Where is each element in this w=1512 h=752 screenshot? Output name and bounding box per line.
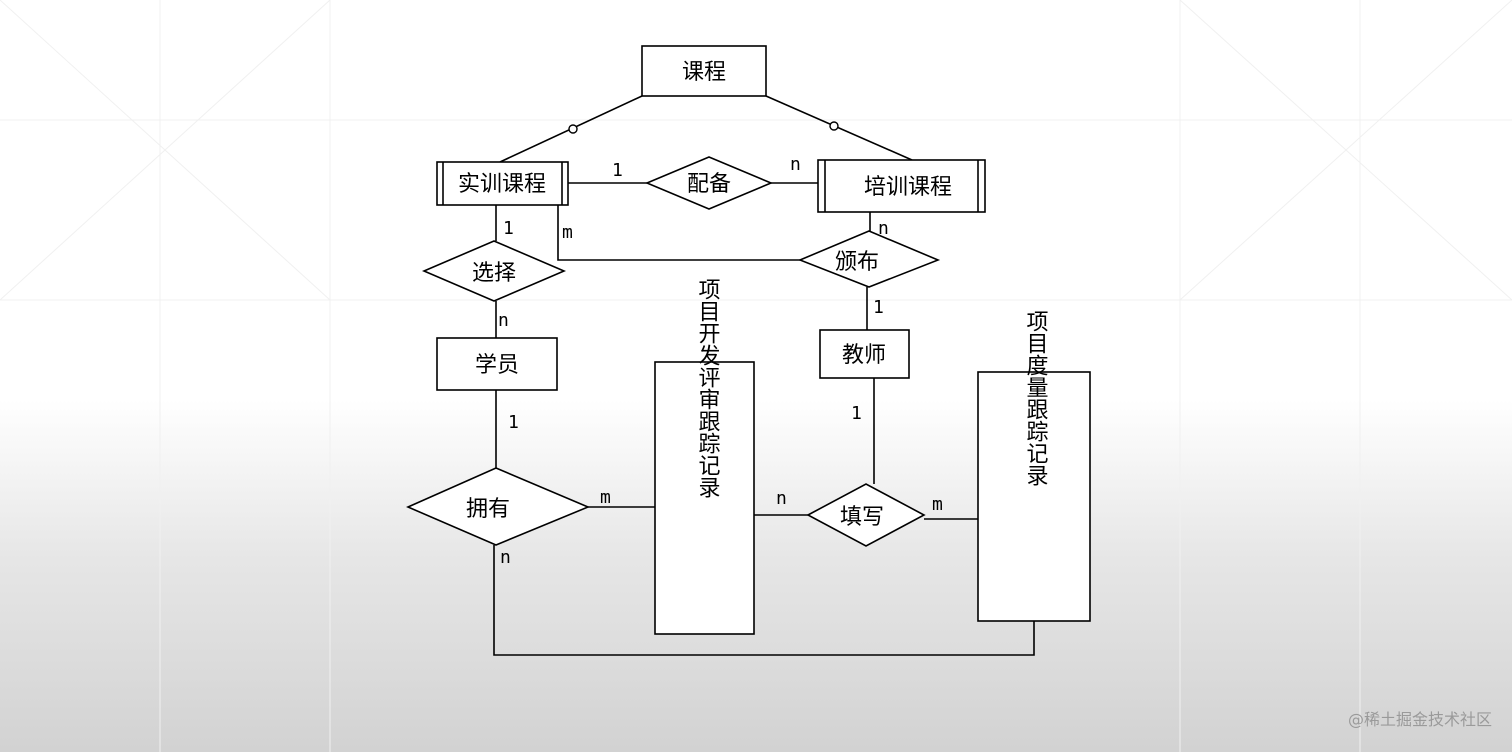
connector-lines (493, 95, 1035, 656)
svg-text:学员: 学员 (475, 353, 519, 378)
card-issue-training: n (878, 218, 889, 239)
svg-text:教师: 教师 (842, 343, 886, 368)
svg-text:项目开发评审跟踪记录: 项目开发评审跟踪记录 (695, 278, 721, 498)
entity-course: 课程 (641, 45, 767, 97)
relationship-select: 选择 (421, 240, 567, 302)
svg-text:课程: 课程 (682, 60, 726, 85)
cardinality-labels: 1 n 1 n m n 1 1 m n 1 n m (498, 154, 943, 568)
svg-text:培训课程: 培训课程 (864, 175, 952, 200)
card-fill-metric: m (932, 494, 943, 515)
card-own-bottom: n (500, 547, 511, 568)
svg-text:拥有: 拥有 (466, 497, 510, 522)
entity-student: 学员 (436, 337, 558, 391)
relationship-issue: 颁布 (797, 230, 941, 288)
svg-text:项目度量跟踪记录: 项目度量跟踪记录 (1023, 310, 1049, 486)
svg-text:颁布: 颁布 (835, 250, 879, 275)
optional-marker-left (568, 124, 578, 134)
card-equip-left: 1 (612, 160, 623, 181)
card-select-bottom: n (498, 310, 509, 331)
card-fill-review: n (776, 488, 787, 509)
card-own-review: m (600, 487, 611, 508)
entity-practical-course: 实训课程 (436, 161, 569, 206)
optional-marker-right (829, 121, 839, 131)
card-own-student: 1 (508, 412, 519, 433)
svg-text:填写: 填写 (840, 505, 884, 530)
svg-text:选择: 选择 (472, 261, 516, 286)
watermark-text: @稀土掘金技术社区 (1347, 710, 1492, 729)
relationship-equip: 配备 (644, 156, 774, 210)
card-issue-teacher: 1 (873, 297, 884, 318)
card-equip-right: n (790, 154, 801, 175)
card-select-top: 1 (503, 218, 514, 239)
svg-text:实训课程: 实训课程 (458, 172, 546, 197)
entity-project-review-record: 项目开发评审跟踪记录 (654, 278, 755, 635)
svg-text:配备: 配备 (687, 172, 731, 197)
entity-teacher: 教师 (819, 329, 910, 379)
card-fill-teacher: 1 (851, 403, 862, 424)
relationship-own: 拥有 (406, 467, 591, 546)
relationship-fill: 填写 (806, 483, 926, 547)
entity-project-metric-record: 项目度量跟踪记录 (977, 310, 1091, 622)
entity-training-course: 培训课程 (817, 159, 986, 213)
card-issue-practical: m (562, 222, 573, 243)
